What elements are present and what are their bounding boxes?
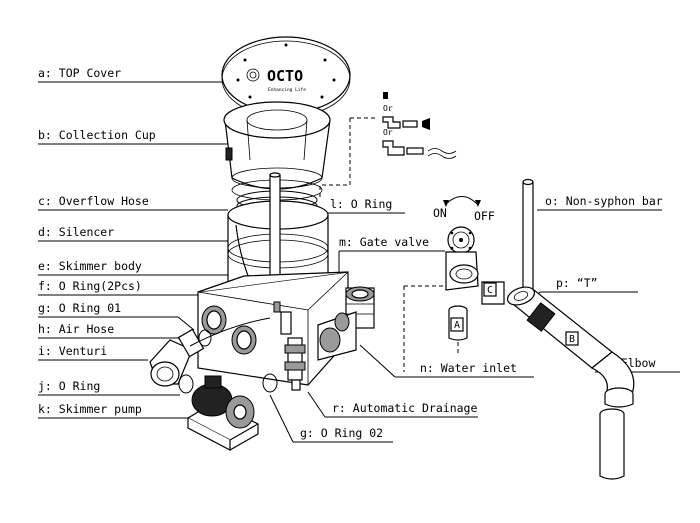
inset-or-2: Or [383, 128, 393, 137]
label-automatic-drainage: r: Automatic Drainage [332, 401, 477, 415]
skimmer-pump [186, 375, 260, 451]
non-syphon-bar [519, 178, 537, 306]
label-collection-cup: b: Collection Cup [38, 128, 156, 142]
label-o-ring-2pcs: f: O Ring(2Pcs) [38, 279, 142, 293]
logo-tagline: Enhancing Life [268, 87, 306, 93]
pipe-c-letter: C [487, 285, 493, 296]
small-o-rings [178, 317, 278, 394]
label-silencer: d: Silencer [38, 225, 114, 239]
label-t-piece: p: “T” [556, 276, 598, 290]
venturi [149, 328, 205, 387]
base-fittings [201, 301, 292, 355]
inset-icon-top [383, 92, 388, 99]
pipe-b-letter: B [569, 334, 575, 345]
pipe-c: C [481, 281, 505, 305]
label-o-ring-j: j: O Ring [38, 379, 100, 393]
label-overflow-hose: c: Overflow Hose [38, 194, 149, 208]
collection-cup [223, 101, 331, 201]
inset-options: Or Or [319, 92, 457, 200]
left-labels: a: TOP Cover b: Collection Cup c: Overfl… [38, 66, 273, 419]
pipe-a: A [448, 305, 468, 355]
right-labels: l: O Ring m: Gate valve n: Water inlet o… [269, 194, 680, 443]
automatic-drainage [284, 337, 306, 391]
inset-or-1: Or [383, 104, 393, 113]
water-inlet-fitting [317, 286, 375, 361]
label-gate-valve: m: Gate valve [339, 235, 429, 249]
pipe-a-letter: A [454, 320, 460, 331]
valve-connection [403, 285, 445, 372]
skimmer-base [197, 271, 349, 386]
label-skimmer-pump: k: Skimmer pump [38, 402, 142, 416]
gate-valve: ON OFF [433, 196, 495, 291]
label-skimmer-body: e: Skimmer body [38, 259, 142, 273]
t-piece-and-pipe-b: B [506, 286, 613, 369]
top-cover: OCTO Enhancing Life [221, 36, 351, 118]
label-o-ring-l: l: O Ring [330, 197, 392, 211]
valve-on-label: ON [433, 206, 447, 220]
logo-brand: OCTO [267, 67, 303, 85]
valve-off-label: OFF [474, 209, 495, 223]
label-air-hose: h: Air Hose [38, 322, 114, 336]
elbow [590, 351, 635, 408]
bottom-pipe [599, 408, 625, 480]
label-non-syphon-bar: o: Non-syphon bar [545, 194, 663, 208]
label-water-inlet: n: Water inlet [420, 361, 517, 375]
label-o-ring-01: g: O Ring 01 [38, 301, 121, 315]
label-o-ring-02: g: O Ring 02 [300, 426, 383, 440]
label-top-cover: a: TOP Cover [38, 66, 121, 80]
label-venturi: i: Venturi [38, 344, 107, 358]
